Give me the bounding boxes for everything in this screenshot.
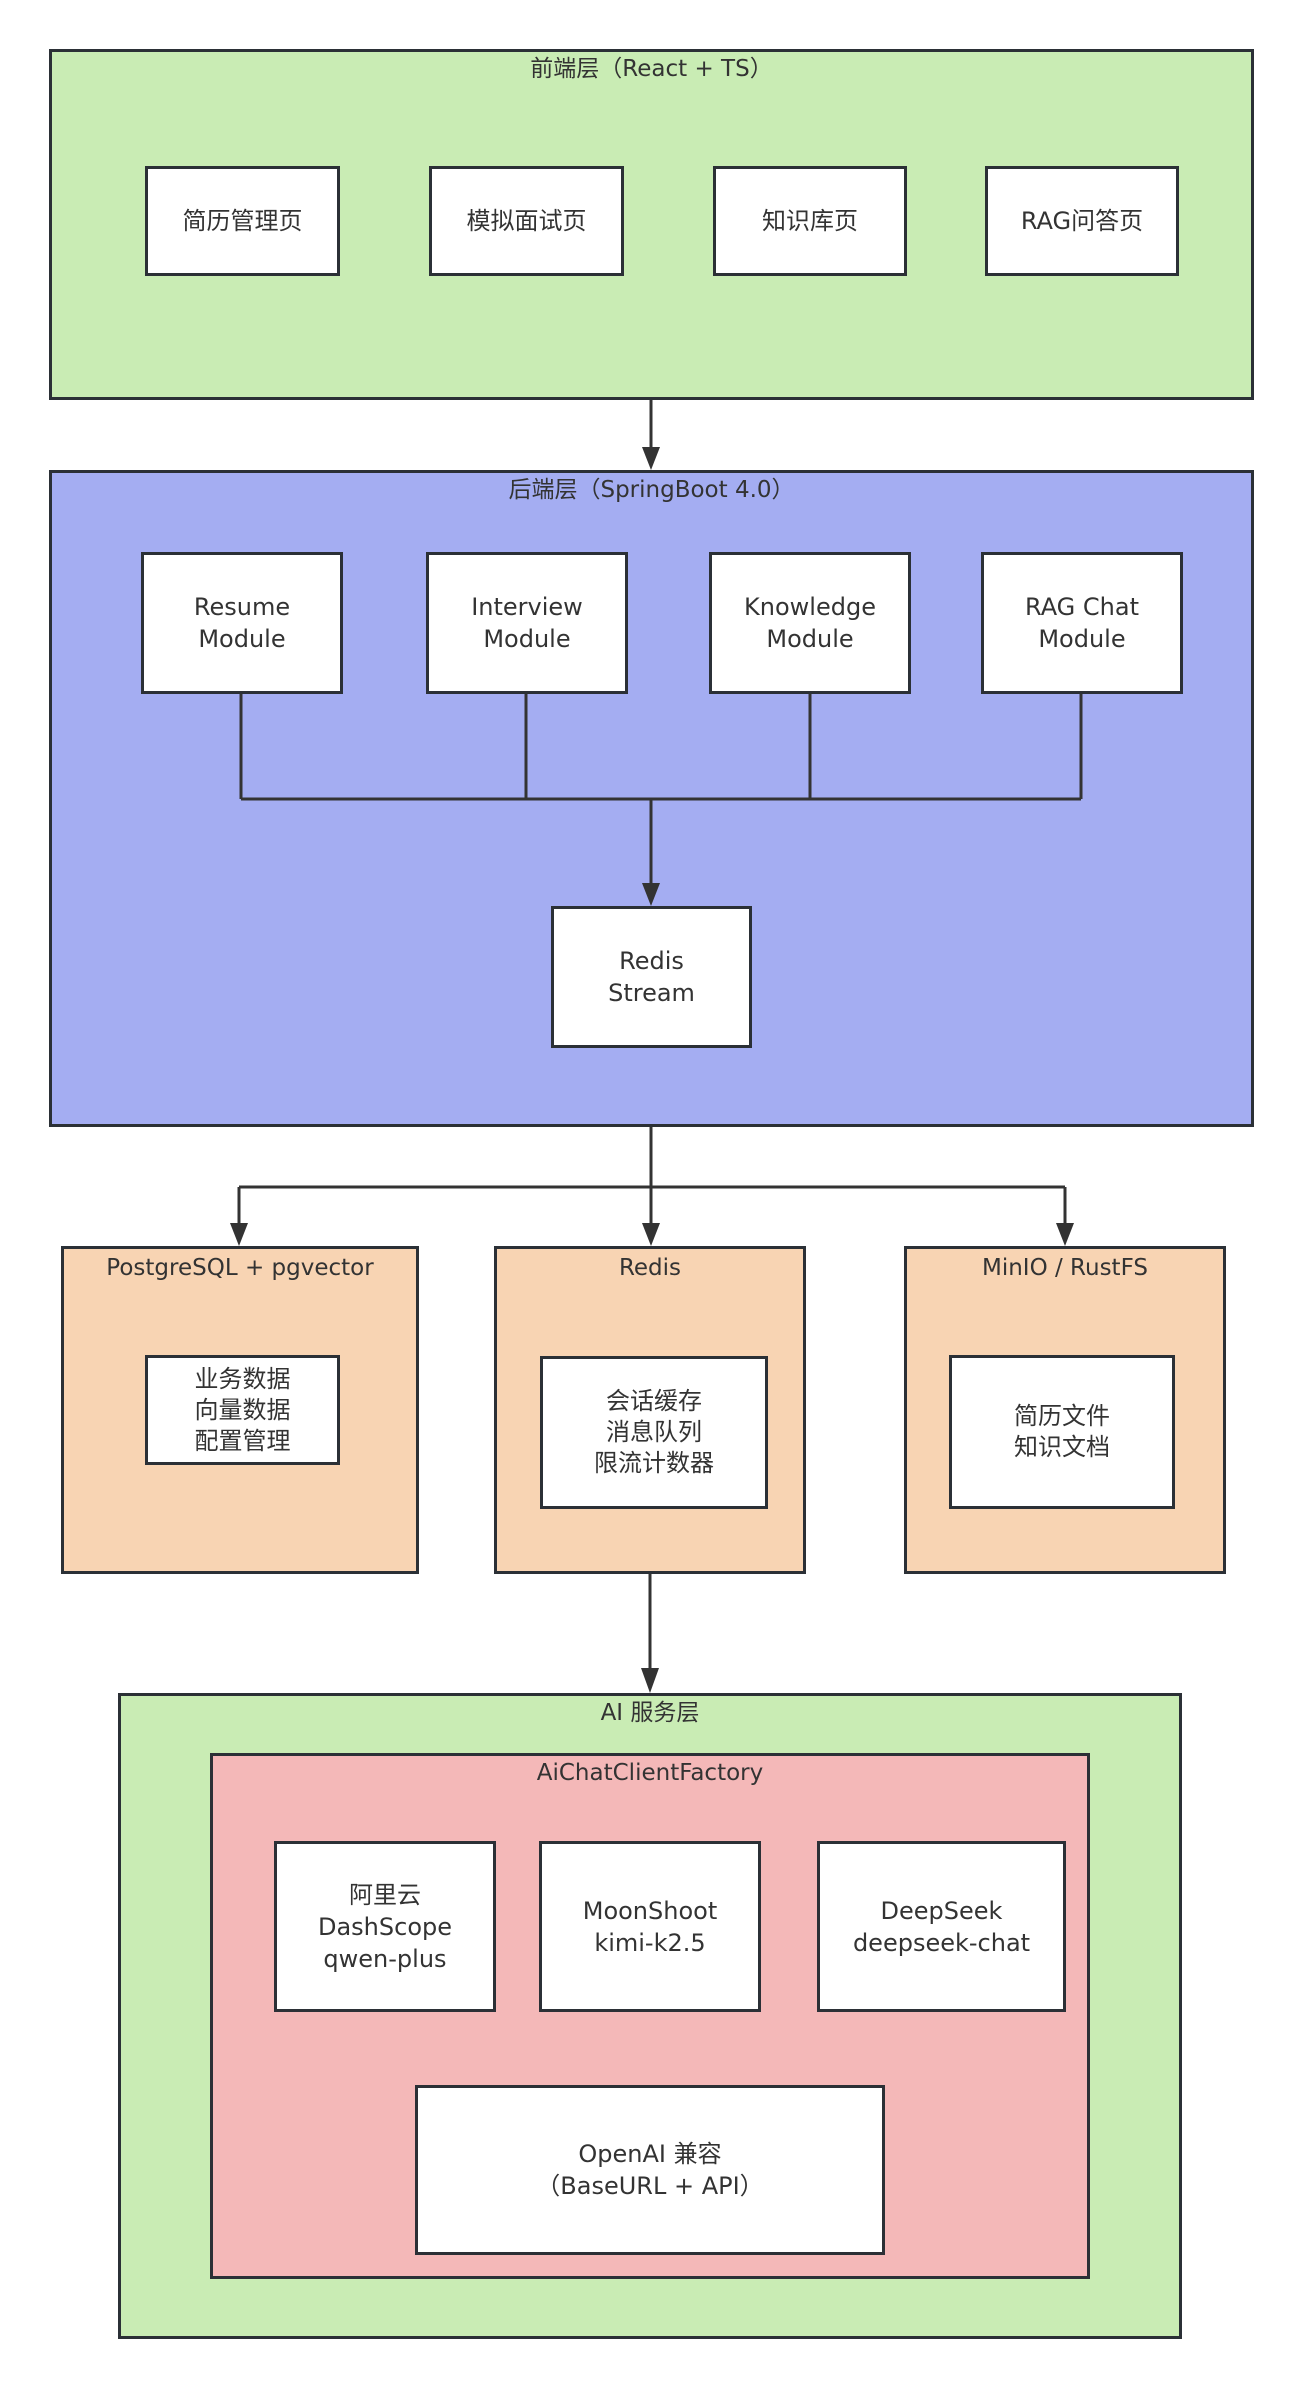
- backend-module-resume: Resume Module: [141, 552, 343, 694]
- provider-deepseek: DeepSeek deepseek-chat: [817, 1841, 1066, 2012]
- arrowhead-postgres: [230, 1223, 248, 1246]
- frontend-node-knowledge-page: 知识库页: [713, 166, 907, 276]
- backend-module-knowledge: Knowledge Module: [709, 552, 911, 694]
- storage-minio-title: MinIO / RustFS: [981, 1255, 1149, 1281]
- backend-module-rag-chat: RAG Chat Module: [981, 552, 1183, 694]
- arrowhead-redis: [642, 1223, 660, 1246]
- backend-module-interview: Interview Module: [426, 552, 628, 694]
- provider-openai-compatible: OpenAI 兼容 （BaseURL + API）: [415, 2085, 885, 2255]
- arrowhead-ai: [641, 1668, 659, 1693]
- provider-moonshot: MoonShoot kimi-k2.5: [539, 1841, 761, 2012]
- arrowhead-backend: [642, 447, 660, 470]
- storage-minio-content: 简历文件 知识文档: [949, 1355, 1175, 1509]
- storage-redis-title: Redis: [618, 1255, 682, 1281]
- frontend-layer-title: 前端层（React + TS）: [530, 56, 773, 82]
- frontend-node-interview-page: 模拟面试页: [429, 166, 624, 276]
- ai-client-factory-title: AiChatClientFactory: [536, 1760, 764, 1786]
- storage-postgres-content: 业务数据 向量数据 配置管理: [145, 1355, 340, 1465]
- arrowhead-minio: [1056, 1223, 1074, 1246]
- storage-redis-content: 会话缓存 消息队列 限流计数器: [540, 1356, 768, 1509]
- storage-postgres-title: PostgreSQL + pgvector: [106, 1255, 374, 1281]
- frontend-node-resume-page: 简历管理页: [145, 166, 340, 276]
- provider-dashscope: 阿里云 DashScope qwen-plus: [274, 1841, 496, 2012]
- ai-layer-title: AI 服务层: [600, 1700, 700, 1726]
- frontend-node-rag-page: RAG问答页: [985, 166, 1179, 276]
- backend-layer-title: 后端层（SpringBoot 4.0）: [508, 477, 795, 503]
- backend-redis-stream: Redis Stream: [551, 906, 752, 1048]
